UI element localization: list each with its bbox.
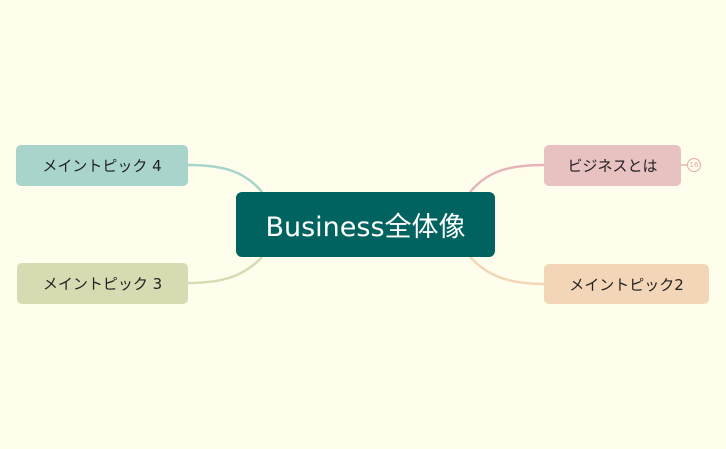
central-topic[interactable]: Business全体像	[236, 192, 495, 257]
connector-topic-business	[469, 163, 545, 193]
connector-topic-3	[187, 256, 263, 285]
collapsed-count-badge[interactable]: 16	[687, 158, 701, 172]
topic-main-3[interactable]: メイントピック 3	[17, 263, 188, 304]
connector-topic-2	[469, 256, 545, 286]
connector-topic-4	[187, 163, 263, 193]
topic-main-2[interactable]: メイントピック2	[544, 264, 709, 304]
topic-what-is-business[interactable]: ビジネスとは	[544, 145, 681, 186]
topic-main-4[interactable]: メイントピック 4	[16, 145, 188, 186]
